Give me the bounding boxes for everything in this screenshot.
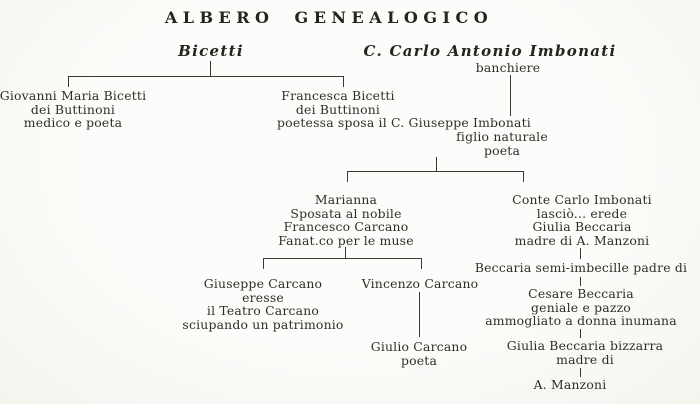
connector-gen2-hline	[347, 171, 523, 172]
connector-tick-conte	[523, 171, 524, 182]
person-giulia-beccaria: Giulia Beccaria bizzarra madre di	[507, 339, 663, 366]
person-giuseppe-imbonati: figlio naturale poeta	[456, 130, 548, 157]
person-line: Francesca Bicetti	[281, 88, 395, 103]
connector-carcano-hline	[263, 258, 421, 259]
person-line: poeta	[483, 142, 521, 158]
page-title: ALBERO GENEALOGICO	[164, 8, 494, 27]
person-line: poeta	[400, 352, 438, 368]
person-line: figlio naturale	[456, 129, 548, 144]
person-line: dei Buttinoni	[295, 101, 381, 117]
person-line: madre di	[556, 351, 614, 367]
connector-tick-francesca	[343, 76, 344, 87]
person-line: il Teatro Carcano	[206, 303, 320, 318]
person-a-manzoni: A. Manzoni	[534, 378, 607, 392]
connector-bicetti-children-hline	[68, 76, 343, 77]
person-line: madre di A. Manzoni	[514, 232, 650, 248]
person-line: eresse	[242, 289, 284, 305]
person-line: Sposata al nobile	[290, 205, 402, 221]
person-line: Giuseppe Carcano	[203, 276, 323, 291]
person-line: poetessa sposa il C. Giuseppe Imbonati	[277, 115, 531, 130]
person-cesare-beccaria: Cesare Beccaria geniale e pazzo ammoglia…	[485, 287, 677, 328]
connector-vincenzo-giulio	[419, 292, 420, 337]
person-line: Marianna	[314, 192, 378, 207]
connector-giulia-manzoni	[580, 368, 581, 377]
person-line: Fanat.co per le muse	[278, 232, 414, 248]
person-line: Francesco Carcano	[283, 219, 409, 234]
person-line: Cesare Beccaria	[528, 286, 634, 301]
person-line: medico e poeta	[23, 115, 123, 130]
connector-conte-beccaria	[580, 248, 581, 259]
connector-tick-marianna	[347, 171, 348, 182]
person-line: Giovanni Maria Bicetti	[0, 88, 147, 103]
person-line: dei Buttinoni	[30, 101, 116, 117]
person-line: Conte Carlo Imbonati	[512, 192, 652, 207]
person-line: Giulia Beccaria bizzarra	[506, 338, 664, 353]
imbonati-occupation: banchiere	[475, 60, 541, 75]
person-line: geniale e pazzo	[531, 299, 631, 315]
person-line: A. Manzoni	[533, 377, 607, 392]
family-head-imbonati: C. Carlo Antonio Imbonati	[363, 42, 617, 60]
family-head-bicetti: Bicetti	[178, 42, 244, 60]
connector-imbonati-drop	[510, 75, 511, 116]
connector-cesare-giulia	[580, 329, 581, 338]
person-line: ammogliato a donna inumana	[485, 313, 677, 328]
person-marianna: Marianna Sposata al nobile Francesco Car…	[278, 193, 414, 247]
person-line: Giulio Carcano	[370, 339, 468, 354]
connector-bicetti-drop	[210, 61, 211, 76]
person-line: Giulia Beccaria	[532, 219, 632, 234]
connector-couple-drop	[436, 157, 437, 171]
connector-tick-vincenzo	[421, 258, 422, 269]
person-giovanni-bicetti: Giovanni Maria Bicetti dei Buttinoni med…	[0, 89, 146, 130]
person-line: Vincenzo Carcano	[361, 276, 479, 291]
person-giulio-carcano: Giulio Carcano poeta	[371, 340, 468, 367]
connector-tick-giuseppe-carcano	[263, 258, 264, 269]
person-francesca-bicetti: Francesca Bicetti dei Buttinoni	[281, 89, 394, 116]
person-vincenzo-carcano: Vincenzo Carcano	[362, 277, 479, 291]
person-conte-carlo-imbonati: Conte Carlo Imbonati lasciò... erede Giu…	[512, 193, 652, 247]
person-beccaria-padre: Beccaria semi-imbecille padre di	[475, 261, 687, 275]
person-francesca-marriage: poetessa sposa il C. Giuseppe Imbonati	[277, 116, 531, 130]
person-giuseppe-carcano: Giuseppe Carcano eresse il Teatro Carcan…	[182, 277, 343, 331]
person-line: sciupando un patrimonio	[182, 316, 344, 332]
connector-marianna-drop	[345, 247, 346, 258]
connector-beccaria-cesare	[580, 277, 581, 286]
connector-tick-giovanni	[68, 76, 69, 87]
person-line: lasciò... erede	[536, 205, 628, 221]
person-line: Beccaria semi-imbecille padre di	[474, 260, 688, 275]
